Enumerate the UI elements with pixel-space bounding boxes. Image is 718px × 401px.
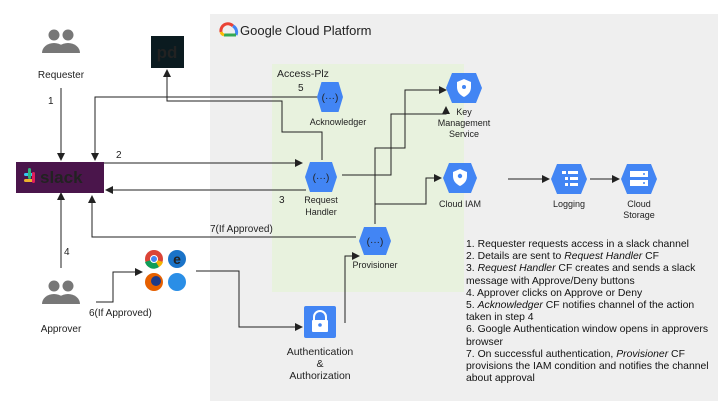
firefox-icon (145, 273, 163, 291)
edge-6 (96, 268, 143, 303)
auth-line1: Authentication (287, 346, 354, 358)
platform-label: Google Cloud Platform (240, 23, 372, 38)
edge-auth-prov (344, 252, 360, 323)
step-item: 5. Acknowledger CF notifies channel of t… (466, 300, 695, 324)
request-handler-node: (···) (305, 162, 337, 192)
cloud-functions-icon: (···) (313, 173, 330, 184)
gcp-logo-icon (219, 22, 239, 37)
steps-list: 1. Requester requests access in a slack … (466, 239, 716, 385)
edge-browser-auth (196, 270, 303, 331)
step-item: 4. Approver clicks on Approve or Deny (466, 287, 643, 299)
requester-label: Requester (38, 70, 85, 81)
edge-label-5: 5 (298, 83, 304, 94)
edge-7 (88, 195, 356, 238)
cloud-storage-node (621, 164, 657, 194)
requester-people-icon (42, 29, 80, 53)
edge-label-6: 6(If Approved) (89, 308, 152, 319)
acknowledger-label: Acknowledger (310, 117, 367, 127)
auth-line2: & (316, 358, 323, 370)
auth-lock-icon (304, 306, 336, 338)
step-item: 6. Google Authentication window opens in… (466, 324, 709, 348)
request-handler-line1: Request (304, 195, 338, 205)
approver-label: Approver (41, 324, 82, 335)
edge-prov-kms (374, 86, 447, 224)
cloud-storage-line1: Cloud (627, 199, 651, 209)
edge-label-4: 4 (64, 247, 70, 258)
zone-label: Access-Plz (277, 68, 329, 80)
cloud-iam-node (443, 163, 477, 193)
edge-label-7: 7(If Approved) (210, 224, 273, 235)
storage-icon (630, 171, 648, 186)
acknowledger-node: (···) (317, 82, 343, 112)
logging-node (551, 164, 587, 194)
slack-label: slack (40, 168, 83, 187)
cloud-functions-icon: (···) (367, 237, 384, 248)
edge-label-2: 2 (116, 150, 122, 161)
cloud-functions-icon: (···) (322, 93, 339, 104)
provisioner-label: Provisioner (352, 260, 397, 270)
kms-line2: Management (438, 118, 491, 128)
edge-label-3: 3 (279, 195, 285, 206)
chrome-icon (145, 250, 163, 269)
kms-line1: Key (456, 107, 472, 117)
request-handler-line2: Handler (305, 207, 337, 217)
provisioner-node: (···) (359, 227, 391, 255)
edge-label-1: 1 (48, 96, 54, 107)
svg-text:e: e (173, 251, 181, 267)
step-item: 2. Details are sent to Request Handler C… (466, 251, 659, 263)
slack-logo: slack (16, 162, 104, 193)
pagerduty-logo: pd (151, 36, 184, 68)
kms-line3: Service (449, 129, 479, 139)
logging-label: Logging (553, 199, 585, 209)
step-item: 7. On successful authentication, Provisi… (466, 348, 709, 385)
step-item: 3. Request Handler CF creates and sends … (466, 263, 696, 287)
cloud-storage-line2: Storage (623, 210, 655, 220)
edge-icon: e (168, 250, 186, 268)
kms-node (446, 73, 482, 103)
browser-icons: e (145, 250, 186, 291)
safari-icon (168, 273, 186, 291)
cloud-iam-label: Cloud IAM (439, 199, 481, 209)
edge-5 (91, 96, 320, 161)
step-item: 1. Requester requests access in a slack … (466, 239, 689, 250)
logging-icon (562, 171, 578, 186)
auth-line3: Authorization (289, 370, 350, 382)
pagerduty-label: pd (157, 43, 178, 62)
edge-prov-iam (374, 174, 442, 224)
approver-people-icon (42, 280, 80, 304)
edge-pagerduty (163, 69, 323, 160)
